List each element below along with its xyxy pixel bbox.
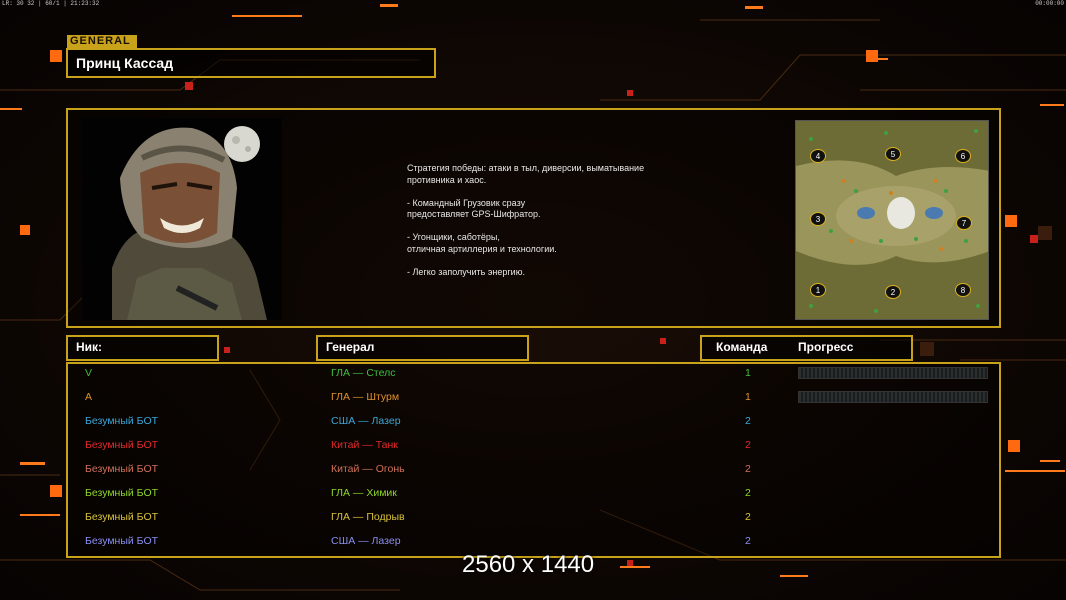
map-start-slot-2[interactable]: 2 (885, 285, 901, 299)
player-nick: Безумный БОТ (85, 415, 159, 427)
player-general[interactable]: ГЛА — Химик (331, 487, 397, 499)
player-general[interactable]: Китай — Танк (331, 439, 398, 451)
player-team[interactable]: 2 (745, 487, 751, 499)
player-general[interactable]: США — Лазер (331, 415, 401, 427)
nick-header-label: Ник: (76, 340, 103, 354)
general-portrait (82, 118, 282, 320)
player-team[interactable]: 1 (745, 391, 751, 403)
map-start-slot-3[interactable]: 3 (810, 212, 826, 226)
portrait-image (82, 118, 282, 320)
general-name: Принц Кассад (76, 55, 174, 71)
player-team[interactable]: 2 (745, 535, 751, 547)
general-column-header: Генерал (316, 335, 529, 361)
progress-header-label: Прогресс (798, 340, 854, 354)
player-general[interactable]: ГЛА — Штурм (331, 391, 400, 403)
general-name-box: Принц Кассад (66, 48, 436, 78)
map-start-slot-8[interactable]: 8 (955, 283, 971, 297)
player-nick: Безумный БОТ (85, 439, 159, 451)
strategy-description: Стратегия победы: атаки в тыл, диверсии,… (407, 163, 645, 277)
team-progress-column-header: Команда Прогресс (700, 335, 913, 361)
player-nick: Безумный БОТ (85, 535, 159, 547)
player-team[interactable]: 2 (745, 463, 751, 475)
player-nick: Безумный БОТ (85, 511, 159, 523)
nick-column-header: Ник: (66, 335, 219, 361)
player-progress-bar (798, 367, 988, 379)
map-start-slot-5[interactable]: 5 (885, 147, 901, 161)
resolution-watermark: 2560 x 1440 (462, 551, 595, 578)
team-header-label: Команда (716, 340, 768, 354)
player-general[interactable]: Китай — Огонь (331, 463, 405, 475)
player-progress-bar (798, 391, 988, 403)
player-nick: V (85, 367, 93, 379)
player-nick: Безумный БОТ (85, 463, 159, 475)
player-nick: Безумный БОТ (85, 487, 159, 499)
general-tag: GENERAL (67, 35, 137, 48)
player-general[interactable]: США — Лазер (331, 535, 401, 547)
player-team[interactable]: 2 (745, 511, 751, 523)
map-start-slot-6[interactable]: 6 (955, 149, 971, 163)
map-start-slot-7[interactable]: 7 (956, 216, 972, 230)
clock-readout: 00:00:00 (1035, 0, 1064, 7)
map-start-slot-1[interactable]: 1 (810, 283, 826, 297)
player-general[interactable]: ГЛА — Стелс (331, 367, 396, 379)
map-start-slot-4[interactable]: 4 (810, 149, 826, 163)
general-header-label: Генерал (326, 340, 375, 354)
battle-map-preview[interactable]: 4 5 6 3 7 1 2 8 (795, 120, 989, 320)
player-team[interactable]: 2 (745, 439, 751, 451)
player-nick: A (85, 391, 93, 403)
player-team[interactable]: 2 (745, 415, 751, 427)
player-team[interactable]: 1 (745, 367, 751, 379)
system-status-readout: LR: 30 32 | 60/1 | 21:23:32 (2, 0, 100, 7)
player-general[interactable]: ГЛА — Подрыв (331, 511, 405, 523)
